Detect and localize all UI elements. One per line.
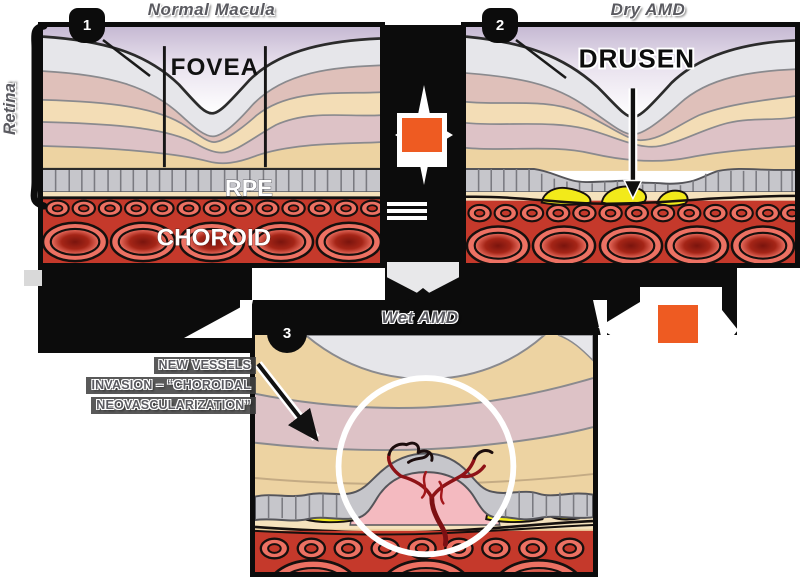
fovea-label: FOVEA (171, 54, 259, 81)
dry-amd-illustration: DRUSEN (466, 27, 795, 263)
callout-line-1: NEW VESSELS (153, 357, 256, 374)
step-badge-3: 3 (267, 313, 307, 353)
fovea-bracket-lines (162, 46, 267, 168)
panel-title-wet-amd: Wet AMD (381, 308, 459, 327)
new-vessels-callout: NEW VESSELS INVASION – “CHOROIDAL NEOVAS… (60, 356, 256, 416)
choroid-large-vessels (43, 221, 380, 263)
panel-title-normal-macula: Normal Macula (147, 0, 276, 19)
panel-dry-amd: DRUSEN (461, 22, 800, 268)
panel-wet-amd (250, 335, 598, 577)
next-step-button[interactable] (402, 118, 442, 152)
callout-line-2: INVASION – “CHOROIDAL (86, 377, 256, 394)
drusen-arrow (623, 88, 643, 201)
transition-block-left (38, 268, 252, 353)
callout-line-3: NEOVASCULARIZATION” (91, 397, 256, 414)
gray-tab (24, 270, 42, 286)
choroid-small-vessels (259, 537, 585, 560)
choroid-label: CHOROID (157, 225, 272, 252)
wet-amd-illustration (255, 335, 593, 572)
choroid-large-vessels (274, 558, 578, 572)
highlight-circle (335, 375, 517, 558)
choroid-small-vessels (467, 203, 795, 223)
panel-title-dry-amd: Dry AMD (610, 0, 686, 19)
normal-macula-illustration: FOVEA RPE CHOROID (43, 27, 380, 263)
stripe-icon-1 (387, 202, 427, 206)
step-badge-2: 2 (482, 8, 518, 43)
stripe-icon-2 (387, 209, 427, 213)
choroid-large-vessels (466, 225, 795, 263)
rpe-layer (255, 452, 593, 522)
retina-label: Retina (0, 83, 19, 135)
next-panel-button[interactable] (658, 305, 698, 343)
panel-normal-macula: FOVEA RPE CHOROID (38, 22, 385, 268)
choroid-small-vessels (45, 199, 380, 218)
cnv-new-vessels (386, 441, 494, 548)
rpe-label: RPE (225, 175, 273, 201)
step-badge-1: 1 (69, 8, 105, 43)
stripe-icon-3 (387, 216, 427, 220)
drusen-label: DRUSEN (579, 43, 695, 73)
